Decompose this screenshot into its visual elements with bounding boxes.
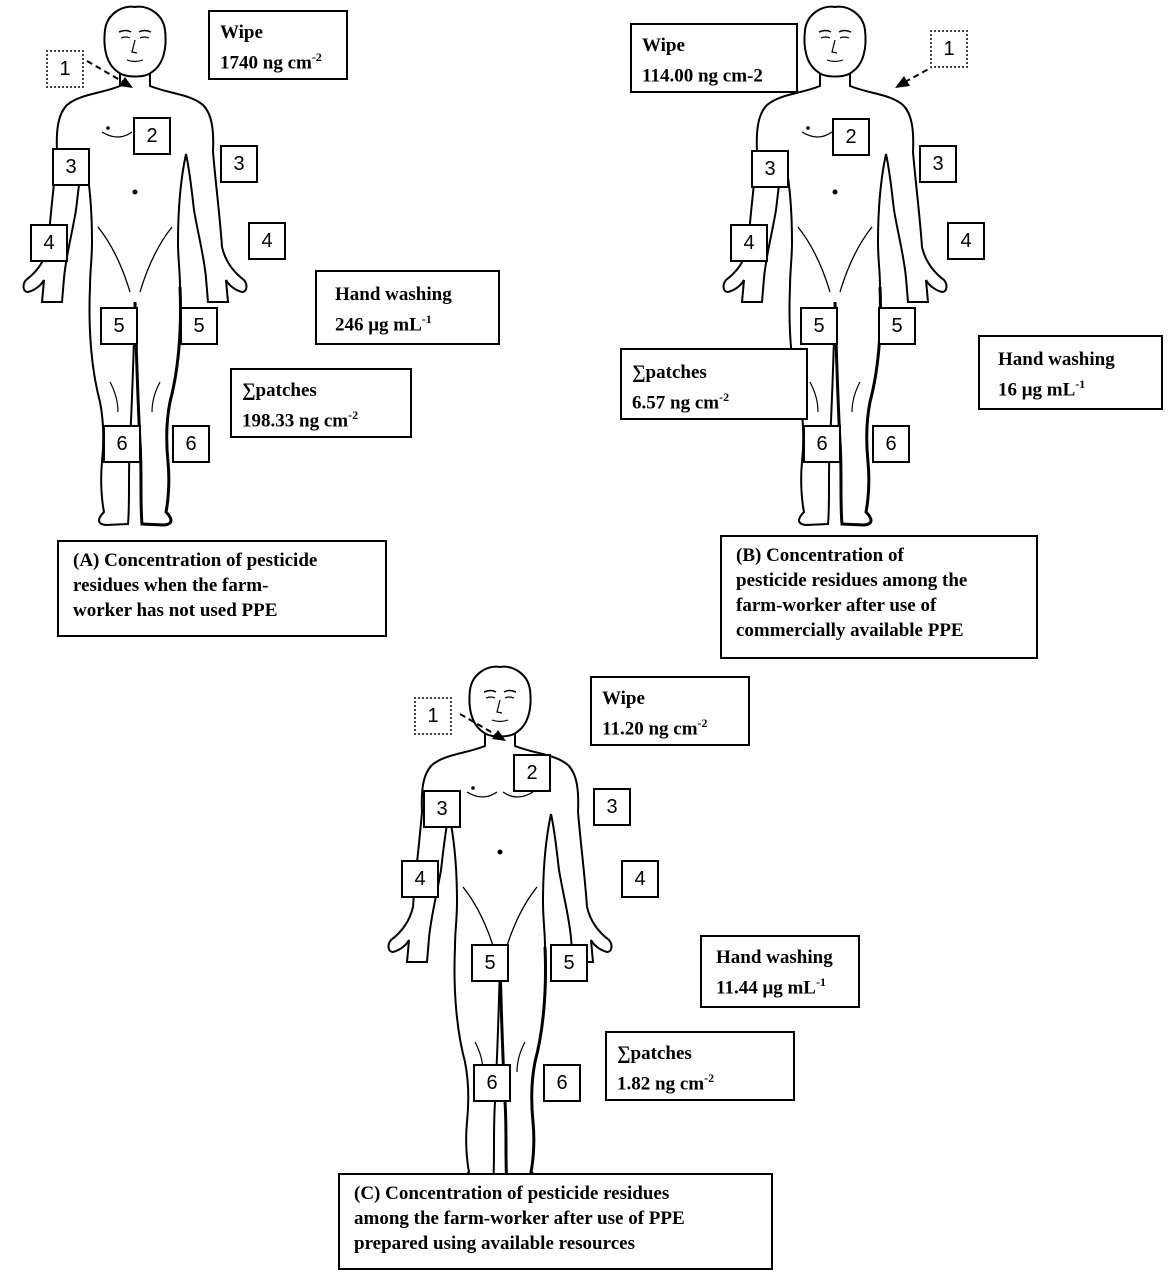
site-1-marker: 1 [46,50,84,88]
caption-b-line-3: farm-worker after use of [736,595,937,616]
site-5-left-marker: 5 [471,944,509,982]
panel-c: 1 2 3 3 4 4 5 5 6 6 Wipe 11.20 ng cm-2 H… [330,660,880,1280]
site-5-right-marker: 5 [180,307,218,345]
site-3-right-marker: 3 [220,145,258,183]
arrow-to-neck-c [459,713,506,741]
site-6-right-marker: 6 [172,425,210,463]
site-3-right-marker: 3 [593,788,631,826]
site-3-left-marker: 3 [751,150,789,188]
hand-washing-value-b: 16 μg mL-1 [998,377,1086,401]
site-5-right-marker: 5 [550,944,588,982]
site-2-marker: 2 [513,754,551,792]
hand-washing-box-b: Hand washing 16 μg mL-1 [978,335,1163,410]
panel-a: 1 2 3 3 4 4 5 5 6 6 Wipe 1740 ng cm-2 Ha… [0,0,585,650]
caption-c-line-2: among the farm-worker after use of PPE [354,1208,685,1229]
site-4-right-marker: 4 [621,860,659,898]
wipe-box-c: Wipe 11.20 ng cm-2 [590,676,750,746]
site-5-right-marker: 5 [878,307,916,345]
hand-washing-label-b: Hand washing [998,349,1115,370]
patches-label-b: ∑patches [632,362,707,383]
hand-washing-label-a: Hand washing [335,284,452,305]
caption-a: (A) Concentration of pesticide residues … [57,540,387,637]
site-6-left-marker: 6 [473,1064,511,1102]
site-5-left-marker: 5 [100,307,138,345]
site-4-right-marker: 4 [947,222,985,260]
wipe-label-c: Wipe [602,688,645,709]
panel-b: 1 2 3 3 4 4 5 5 6 6 Wipe 114.00 ng cm-2 … [585,0,1170,660]
site-3-right-marker: 3 [919,145,957,183]
caption-b-line-4: commercially available PPE [736,620,964,641]
site-4-left-marker: 4 [401,860,439,898]
site-1-marker: 1 [930,30,968,68]
patches-label-a: ∑patches [242,380,317,401]
wipe-label-b: Wipe [642,35,685,56]
wipe-box-b: Wipe 114.00 ng cm-2 [630,23,798,93]
arrow-to-neck-a [86,60,133,88]
site-4-right-marker: 4 [248,222,286,260]
patches-box-a: ∑patches 198.33 ng cm-2 [230,368,412,438]
wipe-value-c: 11.20 ng cm-2 [602,716,708,740]
site-3-left-marker: 3 [52,148,90,186]
caption-c: (C) Concentration of pesticide residues … [338,1173,773,1270]
site-6-left-marker: 6 [103,425,141,463]
wipe-value-a: 1740 ng cm-2 [220,50,322,74]
wipe-label-a: Wipe [220,22,263,43]
caption-b-line-1: (B) Concentration of [736,545,904,566]
site-1-marker: 1 [414,697,452,735]
hand-washing-box-c: Hand washing 11.44 μg mL-1 [700,935,860,1008]
hand-washing-label-c: Hand washing [716,947,833,968]
patches-box-b: ∑patches 6.57 ng cm-2 [620,348,808,420]
hand-washing-value-a: 246 μg mL-1 [335,312,432,336]
caption-a-line-1: (A) Concentration of pesticide [73,550,318,571]
arrow-to-neck-b [895,59,946,88]
patches-value-b: 6.57 ng cm-2 [632,390,730,414]
wipe-box-a: Wipe 1740 ng cm-2 [208,10,348,80]
caption-c-line-3: prepared using available resources [354,1233,635,1254]
site-5-left-marker: 5 [800,307,838,345]
site-3-left-marker: 3 [423,790,461,828]
site-2-marker: 2 [133,117,171,155]
wipe-value-b: 114.00 ng cm-2 [642,65,763,87]
patches-value-a: 198.33 ng cm-2 [242,408,359,432]
site-4-left-marker: 4 [730,224,768,262]
patches-box-c: ∑patches 1.82 ng cm-2 [605,1031,795,1101]
site-6-right-marker: 6 [543,1064,581,1102]
patches-value-c: 1.82 ng cm-2 [617,1071,715,1095]
caption-a-line-3: worker has not used PPE [73,600,278,621]
caption-a-line-2: residues when the farm- [73,575,269,596]
caption-c-line-1: (C) Concentration of pesticide residues [354,1183,670,1204]
patches-label-c: ∑patches [617,1043,692,1064]
site-4-left-marker: 4 [30,224,68,262]
hand-washing-box-a: Hand washing 246 μg mL-1 [315,270,500,345]
caption-b: (B) Concentration of pesticide residues … [720,535,1038,659]
caption-b-line-2: pesticide residues among the [736,570,968,591]
site-2-marker: 2 [832,118,870,156]
site-6-right-marker: 6 [872,425,910,463]
site-6-left-marker: 6 [803,425,841,463]
hand-washing-value-c: 11.44 μg mL-1 [716,975,826,999]
